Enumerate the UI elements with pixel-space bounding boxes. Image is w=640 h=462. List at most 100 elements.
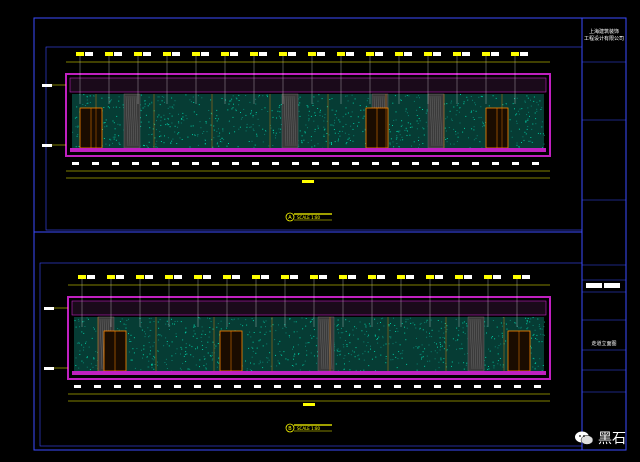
texture-dot [148,122,149,123]
texture-dot [340,351,341,352]
texture-dot [352,330,353,331]
texture-dot [256,134,257,135]
texture-dot [420,354,421,355]
texture-dot [150,330,151,331]
texture-dot [93,95,94,96]
texture-dot [92,338,93,339]
texture-dot [544,335,545,336]
texture-dot [141,110,142,111]
texture-dot [209,332,210,333]
texture-dot [396,137,397,138]
texture-dot [185,361,186,362]
texture-dot [278,344,279,345]
texture-dot [400,99,401,100]
texture-dot [404,130,405,131]
texture-dot [405,111,406,112]
texture-dot [256,114,257,115]
texture-dot [232,319,233,320]
texture-dot [429,361,430,362]
texture-dot [165,124,166,125]
texture-dot [214,344,215,345]
texture-dot [381,318,382,319]
texture-dot [398,131,399,132]
texture-dot [420,324,421,325]
texture-dot [410,323,411,324]
annotation-tag [221,52,229,56]
texture-dot [145,333,146,334]
texture-dot [331,110,332,111]
texture-dot [531,347,532,348]
texture-dot [429,345,430,346]
svg-text:A: A [288,215,292,221]
texture-dot [435,370,436,371]
texture-dot [438,362,439,363]
texture-dot [506,104,507,105]
texture-dot [360,105,361,106]
texture-dot [213,126,214,127]
texture-dot [150,354,151,355]
texture-dot [474,126,475,127]
texture-dot [276,365,277,366]
texture-dot [249,102,250,103]
texture-dot [359,359,360,360]
texture-dot [78,126,79,127]
texture-dot [522,136,523,137]
texture-dot [427,110,428,111]
texture-dot [355,98,356,99]
texture-dot [460,123,461,124]
dimension-text [254,385,261,388]
texture-dot [406,109,407,110]
texture-dot [367,336,368,337]
texture-dot [234,131,235,132]
texture-dot [424,366,425,367]
texture-dot [104,122,105,123]
texture-dot [158,115,159,116]
texture-dot [488,366,489,367]
texture-dot [352,95,353,96]
texture-dot [220,139,221,140]
texture-dot [390,143,391,144]
texture-dot [151,364,152,365]
texture-dot [141,95,142,96]
annotation-tag [136,275,144,279]
texture-dot [447,117,448,118]
texture-dot [202,345,203,346]
texture-dot [355,356,356,357]
texture-dot [81,345,82,346]
texture-dot [276,118,277,119]
texture-dot [446,103,447,104]
texture-dot [152,358,153,359]
texture-dot [222,129,223,130]
texture-dot [300,130,301,131]
texture-dot [382,336,383,337]
texture-dot [211,321,212,322]
texture-dot [406,364,407,365]
texture-dot [377,338,378,339]
texture-dot [153,346,154,347]
dimension-text [532,162,539,165]
texture-dot [263,345,264,346]
texture-dot [250,113,251,114]
texture-dot [399,131,400,132]
title-block-stamp [586,283,602,288]
texture-dot [298,353,299,354]
texture-dot [173,108,174,109]
texture-dot [329,134,330,135]
texture-dot [358,355,359,356]
annotation-tag [520,52,528,56]
texture-dot [308,106,309,107]
annotation-tag [116,275,124,279]
texture-dot [362,131,363,132]
texture-dot [76,146,77,147]
annotation-tag [290,275,298,279]
texture-dot [530,100,531,101]
texture-dot [174,324,175,325]
texture-dot [380,355,381,356]
texture-dot [324,129,325,130]
texture-dot [423,356,424,357]
texture-dot [379,329,380,330]
texture-dot [539,341,540,342]
dimension-text [174,385,181,388]
texture-dot [352,350,353,351]
texture-dot [197,134,198,135]
